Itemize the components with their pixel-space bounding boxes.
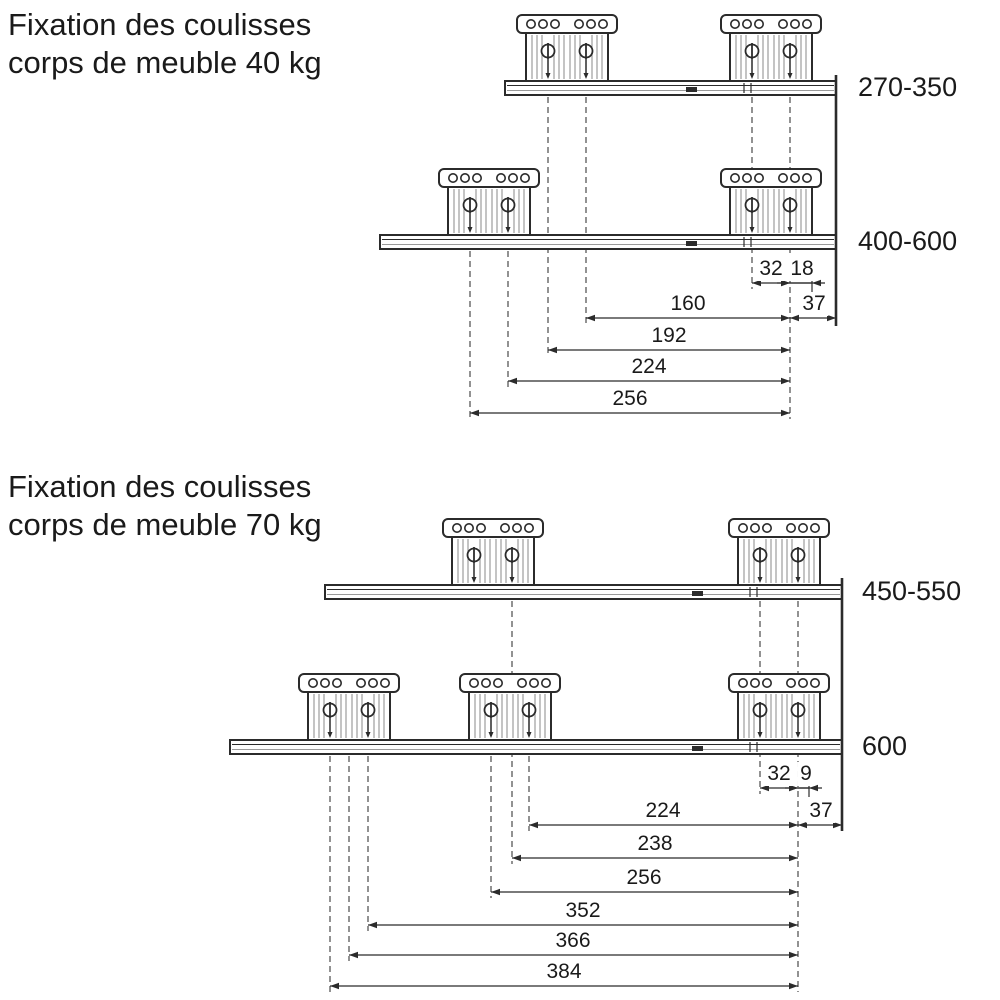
mounting-bracket: [298, 673, 400, 741]
rail-latch-detail: [692, 746, 703, 751]
drawer-slide-rail: [229, 739, 843, 755]
section2-title-line1: Fixation des coulisses: [8, 469, 312, 504]
section2-dim-label-256: 256: [623, 866, 665, 890]
rail-latch-detail: [686, 241, 697, 246]
section1-dim-label-160: 160: [667, 292, 709, 316]
section1-dim-label-37: 37: [799, 292, 829, 316]
section1-dim-label-32: 32: [756, 257, 786, 281]
section2-rail2-length-label: 600: [862, 731, 908, 761]
mounting-bracket: [459, 673, 561, 741]
dimension-lines: [330, 274, 842, 990]
section1-dim-label-18: 18: [787, 257, 817, 281]
section2-dim-label-224: 224: [642, 799, 684, 823]
cabinet-front-edges: [834, 75, 844, 831]
section1-dim-label-256: 256: [609, 387, 651, 411]
section2-dim-label-352: 352: [562, 899, 604, 923]
mounting-bracket: [728, 673, 830, 741]
mounting-bracket: [728, 518, 830, 586]
mounting-bracket: [442, 518, 544, 586]
section2-dim-label-37: 37: [806, 799, 836, 823]
section1-dim-label-224: 224: [628, 355, 670, 379]
section1-title-line2: corps de meuble 40 kg: [8, 45, 322, 80]
mounting-bracket: [516, 14, 618, 82]
section2-dim-label-384: 384: [543, 960, 585, 984]
drawer-slide-rail: [504, 80, 837, 96]
section2-rail1-length-label: 450-550: [862, 576, 962, 606]
mounting-bracket: [720, 14, 822, 82]
section1-rail2-length-label: 400-600: [858, 226, 958, 256]
section1-title-line1: Fixation des coulisses: [8, 7, 312, 42]
mounting-brackets: [298, 14, 830, 741]
mounting-bracket: [720, 168, 822, 236]
rail-latch-detail: [692, 591, 703, 596]
mounting-bracket: [438, 168, 540, 236]
section2-dim-label-238: 238: [634, 832, 676, 856]
section2-dim-label-9: 9: [797, 762, 815, 786]
drawer-slide-rail: [324, 584, 843, 600]
section1-rail1-length-label: 270-350: [858, 72, 958, 102]
section2-dim-label-32: 32: [764, 762, 794, 786]
section2-title-line2: corps de meuble 70 kg: [8, 507, 322, 542]
section1-dim-label-192: 192: [648, 324, 690, 348]
drawer-slide-rail: [379, 234, 837, 250]
rail-latch-detail: [686, 87, 697, 92]
section2-dim-label-366: 366: [552, 929, 594, 953]
